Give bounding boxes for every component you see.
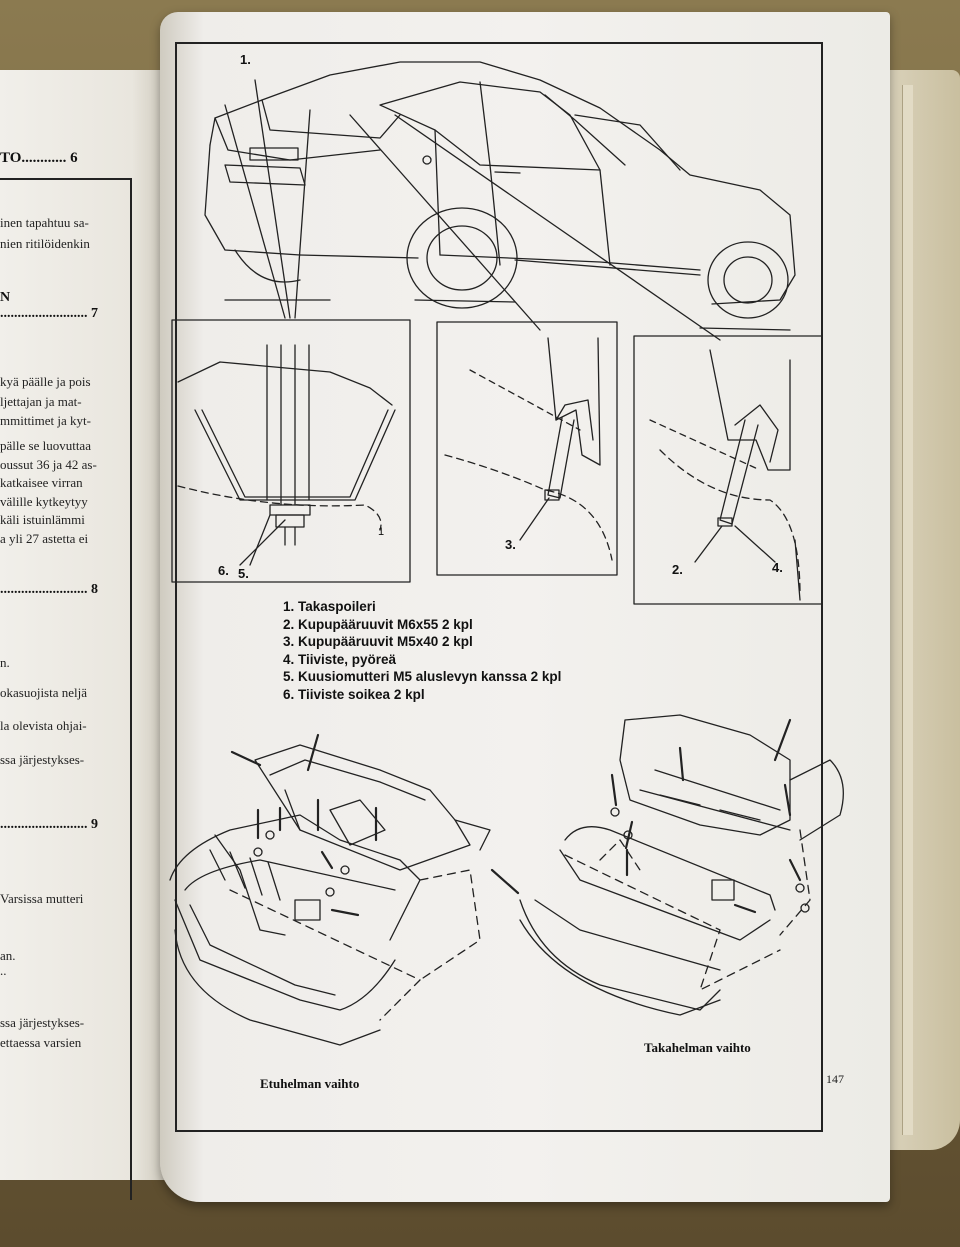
toc-line: ......................... 9 [0, 817, 98, 832]
text-line: katkaisee virran [0, 475, 83, 490]
callout-4: 4. [772, 560, 783, 575]
text-line: käli istuinlämmi [0, 512, 85, 527]
callout-5: 5. [238, 566, 249, 581]
text-line: ljettajan ja mat- [0, 394, 82, 409]
callout-1-small: 1 [378, 526, 385, 538]
parts-list-item: 4. Tiiviste, pyöreä [283, 651, 397, 667]
rear-bumper-diagram [519, 714, 844, 1016]
section-heading: N [0, 290, 11, 305]
toc-line: ......................... 8 [0, 582, 98, 597]
text-line: ettaessa varsien [0, 1035, 82, 1050]
page-number: 147 [826, 1072, 844, 1086]
parts-list-item: 3. Kupupääruuvit M5x40 2 kpl [283, 634, 473, 649]
text-line: mmittimet ja kyt- [0, 413, 91, 428]
parts-list-item: 1. Takaspoileri [283, 599, 376, 614]
text-line: kyä päälle ja pois [0, 374, 91, 389]
text-line: oussut 36 ja 42 as- [0, 457, 97, 472]
caption-front-bumper: Etuhelman vaihto [260, 1076, 360, 1091]
callout-2: 2. [672, 562, 683, 577]
parts-list-item: 5. Kuusiomutteri M5 aluslevyn kanssa 2 k… [283, 669, 562, 684]
toc-line: ......................... 7 [0, 306, 98, 321]
text-line: inen tapahtuu sa- [0, 215, 89, 230]
toc-line: TO............ 6 [0, 150, 78, 166]
detail-box-middle [436, 321, 618, 576]
parts-list: 1. Takaspoileri 2. Kupupääruuvit M6x55 2… [283, 598, 561, 703]
text-line: .. [0, 963, 7, 978]
detail-box-left [171, 319, 411, 583]
text-line: a yli 27 astetta ei [0, 531, 89, 546]
text-line: Varsissa mutteri [0, 891, 84, 906]
callout-6: 6. [218, 563, 229, 578]
detail-box-right [633, 335, 823, 605]
caption-rear-bumper: Takahelman vaihto [644, 1040, 751, 1055]
left-page-frame [0, 178, 132, 1200]
car-illustration [204, 61, 796, 341]
left-page: TO............ 6 inen tapahtuu sa- nien … [0, 70, 165, 1200]
text-line: nien ritilöidenkin [0, 236, 90, 251]
text-line: an. [0, 948, 16, 963]
text-line: pälle se luovuttaa [0, 438, 91, 453]
callout-1: 1. [240, 52, 251, 67]
right-page [160, 12, 890, 1202]
text-line: la olevista ohjai- [0, 718, 87, 733]
text-line: okasuojista neljä [0, 685, 88, 700]
text-line: n. [0, 655, 10, 670]
parts-list-item: 6. Tiiviste soikea 2 kpl [283, 686, 425, 702]
text-line: välille kytkeytyy [0, 494, 88, 509]
front-bumper-diagram [169, 733, 520, 1046]
text-line: ssa järjestykses- [0, 752, 85, 767]
text-line: ssa järjestykses- [0, 1015, 85, 1030]
parts-list-item: 2. Kupupääruuvit M6x55 2 kpl [283, 616, 473, 632]
callout-3: 3. [505, 537, 516, 552]
